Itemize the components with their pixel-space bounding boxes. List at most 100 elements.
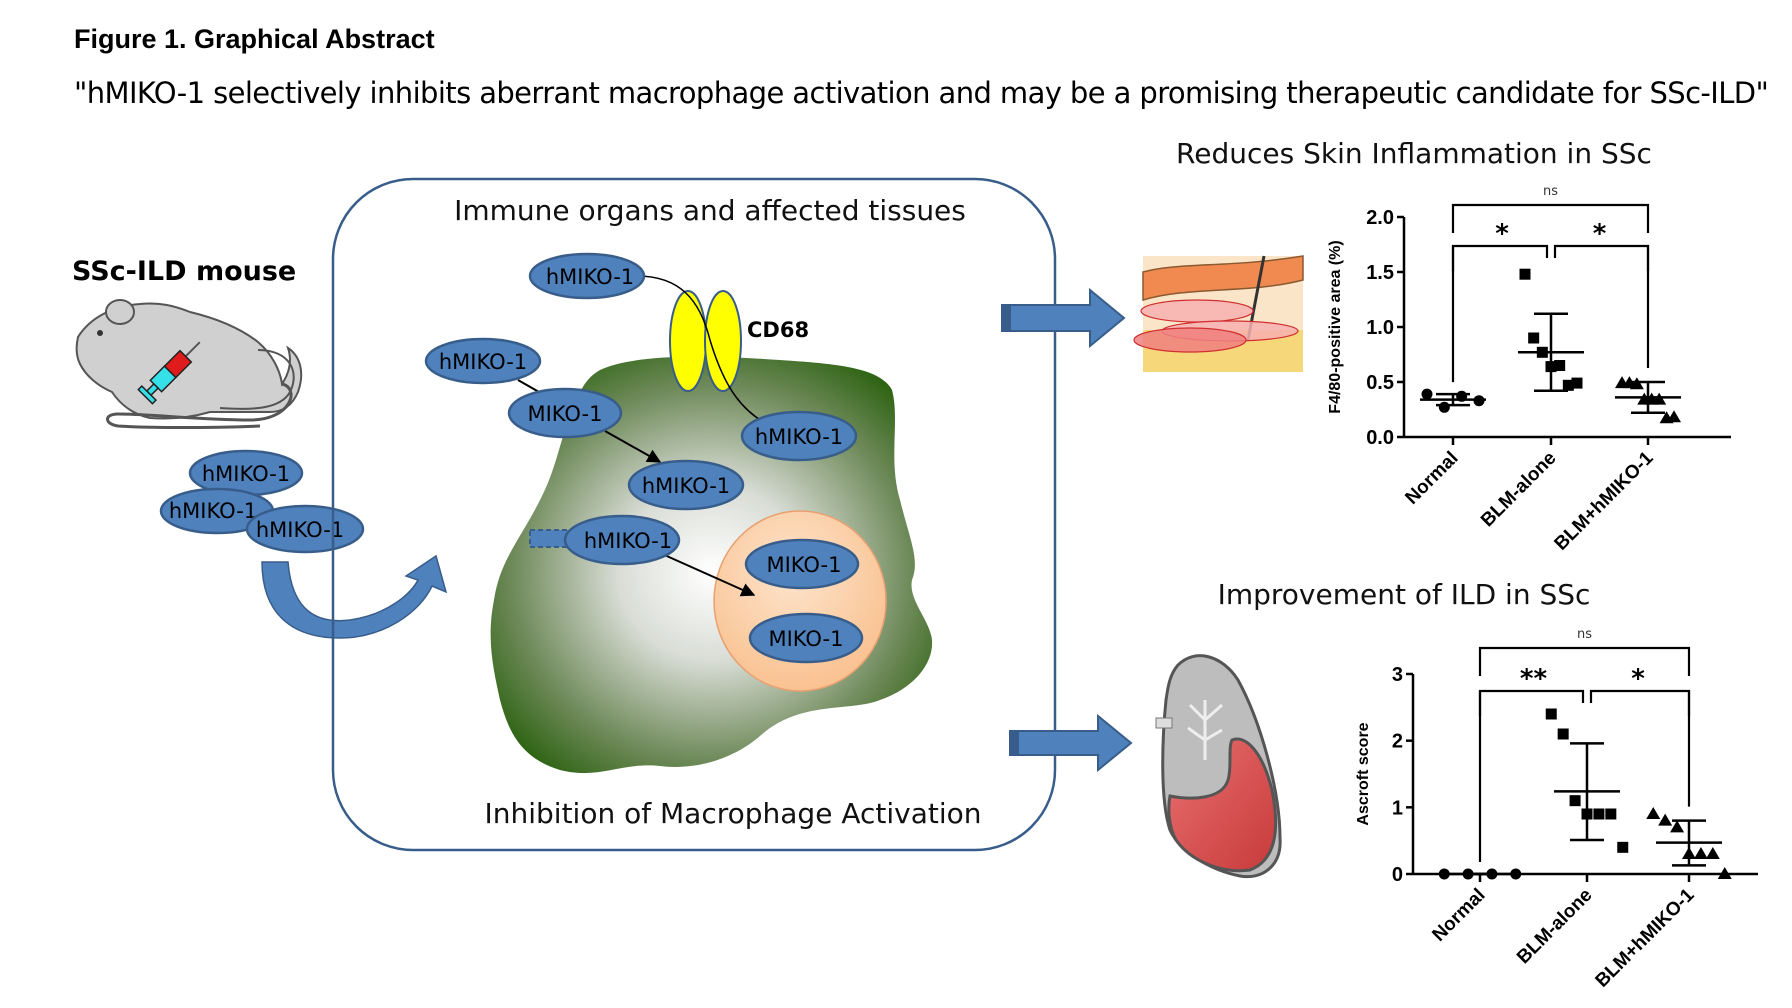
x-tick-label: BLM-alone xyxy=(1477,448,1561,532)
arrow-shade xyxy=(1010,731,1019,755)
data-point xyxy=(1670,820,1685,833)
x-tick-label: BLM+hMIKO-1 xyxy=(1551,447,1658,554)
data-point xyxy=(1554,360,1566,371)
tissue-panel xyxy=(331,177,1057,852)
significance-label: * xyxy=(1495,219,1509,249)
syringe-icon xyxy=(137,341,201,405)
molecule-hmiko-inside-low: hMIKO-1 xyxy=(563,514,681,566)
data-point xyxy=(1545,708,1557,720)
data-point xyxy=(1462,868,1474,880)
data-point xyxy=(1528,332,1540,344)
arrow-to-skin-icon xyxy=(1001,287,1126,349)
y-tick-label: 1.5 xyxy=(1366,262,1394,284)
nucleus xyxy=(713,510,887,692)
panel-bottom-label: Inhibition of Macrophage Activation xyxy=(485,797,982,830)
y-axis-label: F4/80-positive area (%) xyxy=(1327,240,1344,413)
lung-icon xyxy=(1155,654,1282,879)
data-point xyxy=(1593,808,1605,820)
data-point xyxy=(1682,847,1696,859)
panel-top-label: Immune organs and affected tissues xyxy=(454,194,966,227)
y-tick-label: 3 xyxy=(1392,664,1403,686)
significance-label: ns xyxy=(1577,627,1592,642)
molecule-miko-nucleus-top: MIKO-1 xyxy=(744,538,860,590)
molecule-label: hMIKO-1 xyxy=(584,529,672,553)
data-point xyxy=(1536,346,1548,358)
curved-arrow-icon xyxy=(261,554,448,639)
y-tick-label: 0 xyxy=(1392,864,1403,886)
significance-label: ns xyxy=(1543,184,1558,199)
x-tick-label: Normal xyxy=(1401,448,1462,509)
data-point xyxy=(1557,728,1569,740)
data-point xyxy=(1571,377,1583,389)
data-point xyxy=(1473,395,1485,407)
data-point xyxy=(1693,847,1708,859)
data-point xyxy=(1705,847,1720,859)
significance-bracket xyxy=(1478,689,1585,716)
data-point xyxy=(1438,868,1450,880)
data-point xyxy=(1605,808,1617,820)
significance-bracket xyxy=(1553,244,1650,271)
figure-quote: "hMIKO-1 selectively inhibits aberrant m… xyxy=(74,76,1769,110)
y-tick-label: 2 xyxy=(1392,731,1403,753)
significance-label: * xyxy=(1631,664,1645,694)
dashed-tail xyxy=(529,529,569,548)
significance-bracket xyxy=(1589,689,1691,716)
pathway-arrow xyxy=(659,552,756,597)
molecule-hmiko-inside-mid: hMIKO-1 xyxy=(627,459,745,511)
molecule-hmiko-inside-right: hMIKO-1 xyxy=(740,410,858,462)
data-point xyxy=(1456,390,1468,402)
molecule-label: hMIKO-1 xyxy=(256,518,344,542)
data-point xyxy=(1652,392,1667,405)
figure-title: Figure 1. Graphical Abstract xyxy=(74,24,435,54)
y-tick-label: 2.0 xyxy=(1366,207,1394,229)
molecule-label: hMIKO-1 xyxy=(169,499,257,523)
pathway-arrow xyxy=(604,430,662,463)
x-tick-label: BLM+hMIKO-1 xyxy=(1592,884,1699,991)
data-point xyxy=(1581,808,1593,820)
molecule-label: hMIKO-1 xyxy=(439,350,527,374)
data-point xyxy=(1629,377,1644,390)
data-point xyxy=(1421,388,1433,400)
y-tick-label: 0.0 xyxy=(1366,427,1394,449)
data-point xyxy=(1562,379,1574,391)
arrow-to-lung-icon xyxy=(1009,713,1133,773)
data-point xyxy=(1717,867,1732,879)
y-tick-label: 1.0 xyxy=(1366,317,1394,339)
molecule-label: hMIKO-1 xyxy=(642,474,730,498)
molecule-hmiko-outer-top: hMIKO-1 xyxy=(528,252,646,300)
chart-title: Improvement of ILD in SSc xyxy=(1218,578,1591,611)
y-tick-label: 1 xyxy=(1392,797,1403,819)
data-point xyxy=(1658,813,1673,826)
molecule-hmiko-left-3: hMIKO-1 xyxy=(245,504,365,554)
data-point xyxy=(1510,868,1522,880)
x-tick-label: Normal xyxy=(1428,885,1489,946)
molecule-label: MIKO-1 xyxy=(767,553,842,577)
molecule-miko-nucleus-bottom: MIKO-1 xyxy=(748,612,864,664)
chart-title: Reduces Skin Inflammation in SSc xyxy=(1176,137,1652,170)
data-point xyxy=(1667,410,1681,423)
significance-bracket xyxy=(1451,203,1650,233)
data-point xyxy=(1519,268,1531,280)
y-axis-label: Ascroft score xyxy=(1355,722,1372,825)
skin-section-icon xyxy=(1133,255,1304,372)
data-point xyxy=(1617,841,1629,853)
molecule-label: MIKO-1 xyxy=(769,627,844,651)
significance-bracket xyxy=(1478,646,1691,676)
cd68-receptor xyxy=(669,290,742,392)
arrow-shade xyxy=(1002,305,1011,331)
molecule-label: MIKO-1 xyxy=(528,402,603,426)
pathway-arrow xyxy=(636,275,792,436)
molecule-miko-cleaved: MIKO-1 xyxy=(507,387,623,439)
molecule-hmiko-outer-left: hMIKO-1 xyxy=(424,337,542,385)
molecule-label: hMIKO-1 xyxy=(202,462,290,486)
y-tick-label: 0.5 xyxy=(1366,372,1394,394)
data-point xyxy=(1545,361,1557,373)
mouse-label: SSc-ILD mouse xyxy=(72,256,296,287)
cd68-label: CD68 xyxy=(747,318,809,342)
data-point xyxy=(1569,795,1581,807)
data-point xyxy=(1438,401,1450,413)
significance-label: * xyxy=(1593,219,1607,249)
data-point xyxy=(1646,807,1661,819)
